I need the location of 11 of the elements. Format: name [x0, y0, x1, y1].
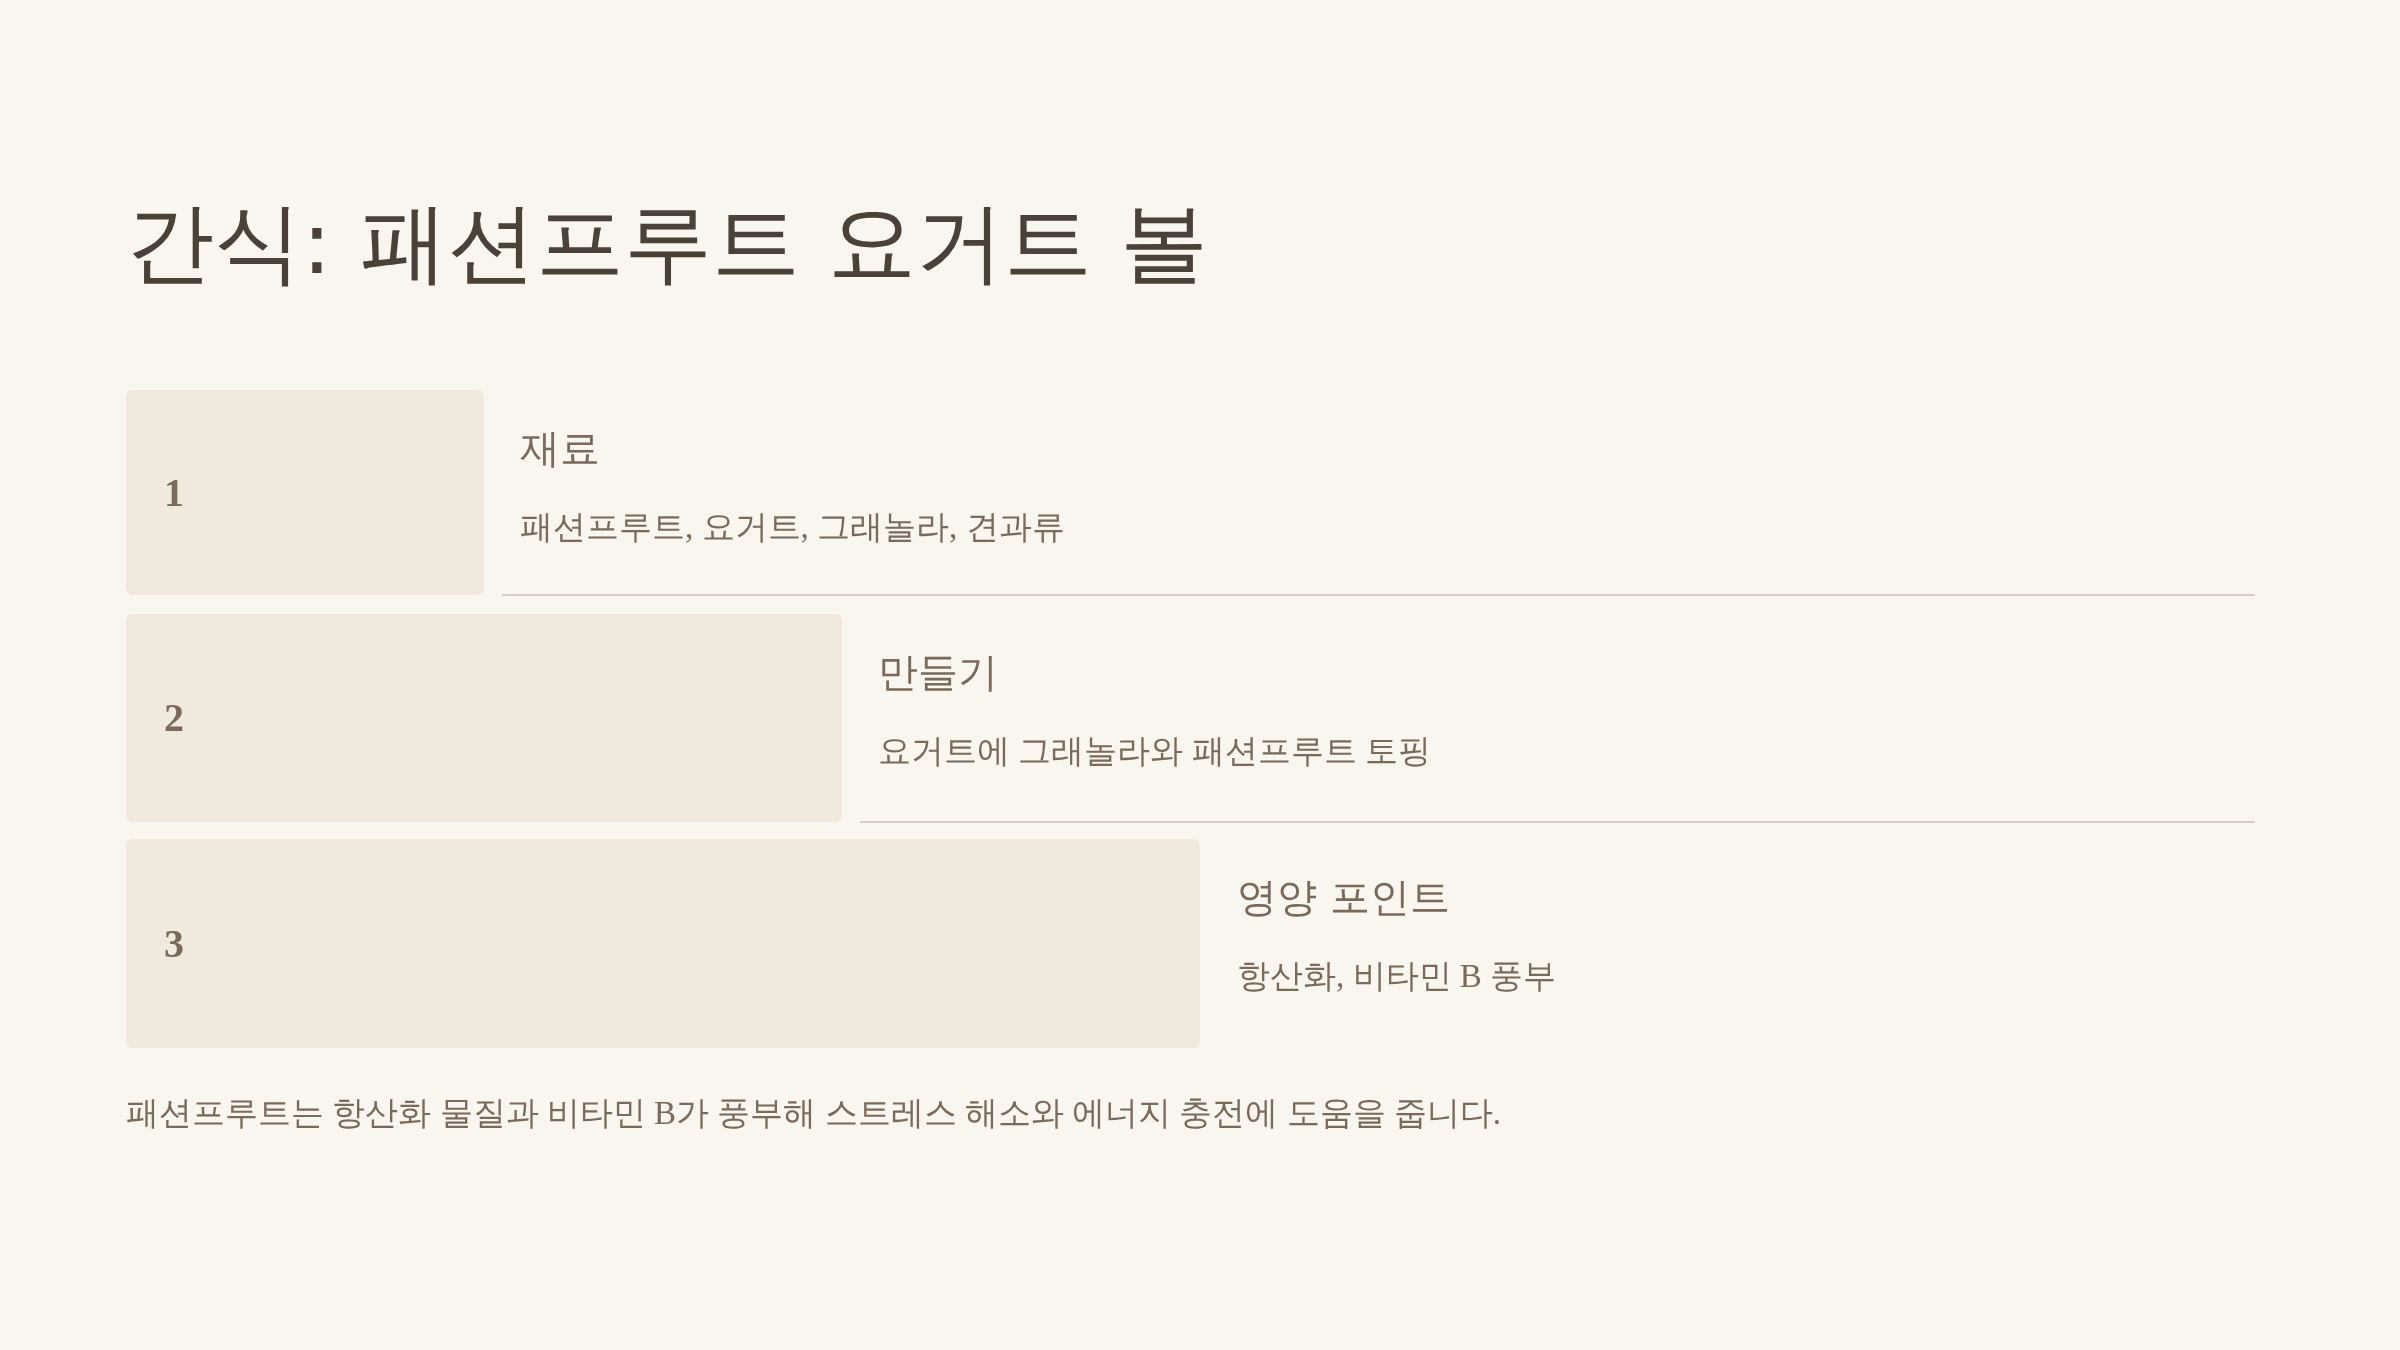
step-heading: 재료 [520, 424, 600, 473]
step-description: 항산화, 비타민 B 풍부 [1237, 957, 1556, 996]
step-heading: 영양 포인트 [1237, 873, 1450, 922]
step-number: 1 [164, 468, 184, 517]
step-number: 2 [164, 694, 184, 742]
step-description: 요거트에 그래놀라와 패션프루트 토핑 [878, 732, 1431, 771]
slide-title: 간식: 패션프루트 요거트 볼 [126, 190, 1208, 296]
step-heading: 만들기 [878, 648, 998, 697]
step-number: 3 [164, 919, 184, 968]
footnote: 패션프루트는 항산화 물질과 비타민 B가 풍부해 스트레스 해소와 에너지 충전에 도움을 줍니다. [126, 1094, 1501, 1133]
step-description: 패션프루트, 요거트, 그래놀라, 견과류 [520, 508, 1065, 547]
